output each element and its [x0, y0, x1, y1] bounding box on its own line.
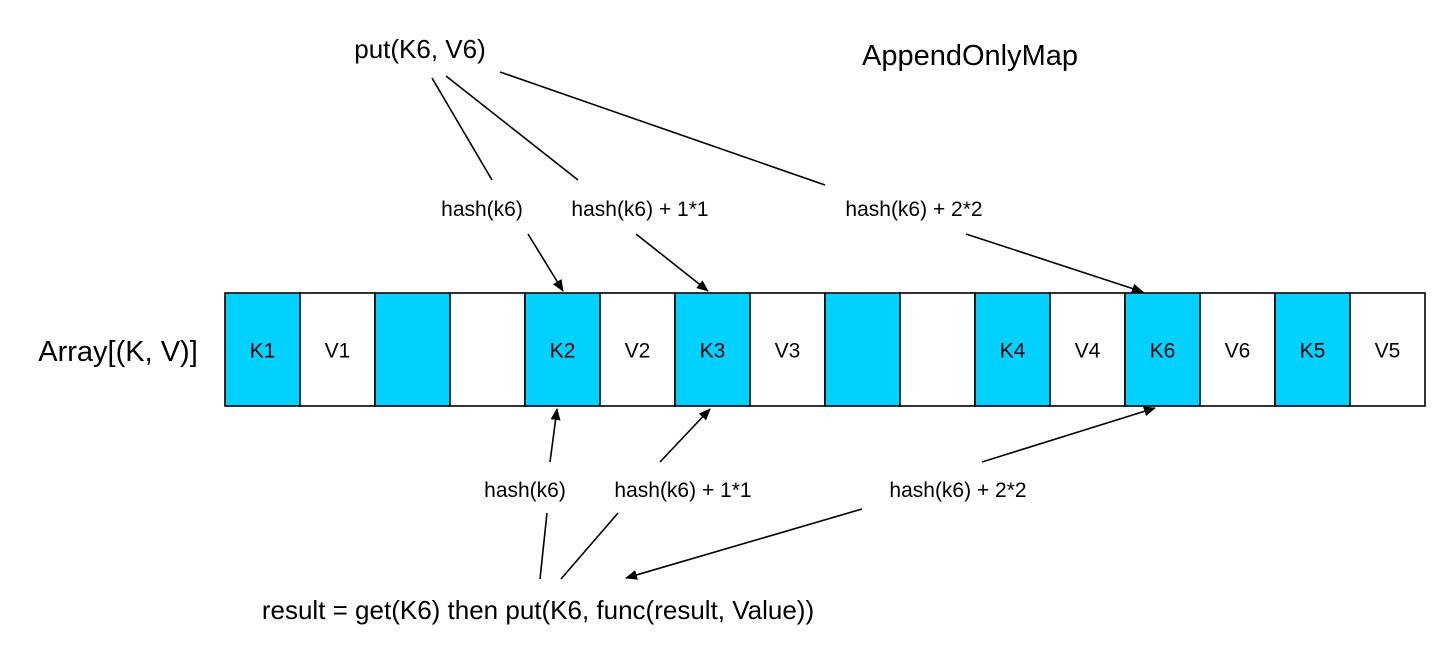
put-connector-1 [431, 77, 493, 181]
array-cell-box [674, 292, 751, 407]
put-operation-label: put(K6, V6) [354, 34, 486, 64]
bottom-arrow-to-k3 [659, 408, 711, 463]
array-cell-label: K5 [1300, 340, 1326, 363]
array-cell-box [449, 292, 526, 407]
bottom-probe-label-2: hash(k6) + 1*1 [614, 479, 751, 502]
top-probe-label-2: hash(k6) + 1*1 [571, 198, 708, 221]
array-cell-label: V3 [775, 340, 801, 363]
array-cell-10-key: K4 [974, 292, 1051, 407]
array-cell-box [1049, 292, 1126, 407]
get-return-arrow [625, 508, 863, 580]
array-cell-label: K4 [1000, 340, 1026, 363]
array-cell-7-value: V3 [749, 292, 826, 407]
array-cell-2-key [374, 292, 451, 407]
array-cell-box [899, 292, 976, 407]
array-cell-13-value: V6 [1199, 292, 1276, 407]
array-label: Array[(K, V)] [38, 336, 198, 368]
array-cell-label: V4 [1075, 340, 1101, 363]
array-cell-11-value: V4 [1049, 292, 1126, 407]
array-cell-1-value: V1 [299, 292, 376, 407]
array-cell-14-key: K5 [1274, 292, 1351, 407]
get-connector-2 [560, 512, 619, 580]
diagram-title: AppendOnlyMap [862, 40, 1078, 72]
array-cell-label: V2 [625, 340, 651, 363]
top-probe-label-1: hash(k6) [441, 198, 523, 221]
bottom-arrows [549, 406, 1156, 463]
array-cell-label: K6 [1150, 340, 1176, 363]
array-cell-label: V5 [1375, 340, 1401, 363]
top-probe-label-3: hash(k6) + 2*2 [845, 198, 982, 221]
array-cell-box [974, 292, 1051, 407]
array-cell-label: K2 [550, 340, 576, 363]
array-cell-box [1199, 292, 1276, 407]
top-arrows [527, 233, 1144, 294]
top-arrow-to-k3 [635, 233, 709, 292]
array-cell-box [374, 292, 451, 407]
array-cell-4-key: K2 [524, 292, 601, 407]
array-cell-12-key: K6 [1124, 292, 1201, 407]
array-cell-0-key: K1 [224, 292, 301, 407]
array-cell-box [524, 292, 601, 407]
bottom-arrow-to-k6 [981, 406, 1156, 463]
array-row: K1 V1 K2 V2 K3 V3 K4 V4 K6 V6 K5 V5 [224, 292, 1426, 407]
array-cell-8-key [824, 292, 901, 407]
top-arrow-to-k2 [527, 233, 564, 292]
bottom-probe-label-3: hash(k6) + 2*2 [889, 479, 1026, 502]
array-cell-15-value: V5 [1349, 292, 1426, 407]
array-cell-box [824, 292, 901, 407]
get-connector-1 [539, 512, 548, 580]
bottom-probe-label-1: hash(k6) [484, 479, 566, 502]
bottom-connectors [539, 508, 863, 580]
array-cell-9-value [899, 292, 976, 407]
bottom-arrow-to-k2 [549, 408, 561, 463]
array-cell-box [299, 292, 376, 407]
array-cell-3-value [449, 292, 526, 407]
array-cell-5-value: V2 [599, 292, 676, 407]
array-cell-box [224, 292, 301, 407]
get-then-put-label: result = get(K6) then put(K6, func(resul… [262, 595, 814, 625]
put-connector-2 [445, 75, 579, 181]
array-cell-box [1124, 292, 1201, 407]
array-cell-box [749, 292, 826, 407]
top-arrow-to-k6 [965, 233, 1144, 294]
array-cell-label: V1 [325, 340, 351, 363]
array-cell-label: K1 [250, 340, 276, 363]
top-connectors [431, 71, 826, 186]
array-cell-label: K3 [700, 340, 726, 363]
array-cell-label: V6 [1225, 340, 1251, 363]
array-cell-box [1349, 292, 1426, 407]
array-cell-6-key: K3 [674, 292, 751, 407]
put-connector-3 [499, 71, 826, 186]
